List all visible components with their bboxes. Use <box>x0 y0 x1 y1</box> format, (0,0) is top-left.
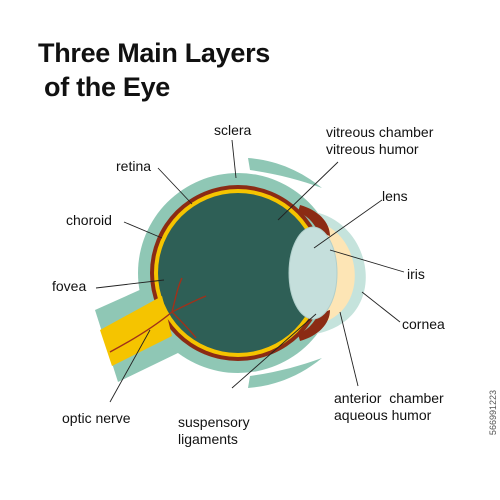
label-suspensory-1: suspensory <box>178 414 250 430</box>
label-suspensory: suspensory ligaments <box>178 414 250 448</box>
leader-retina <box>157 167 193 205</box>
label-choroid: choroid <box>66 212 112 228</box>
iris-top <box>298 205 330 236</box>
label-sclera: sclera <box>214 122 252 138</box>
optic-nerve <box>100 296 172 366</box>
label-lens: lens <box>382 188 408 204</box>
label-cornea: cornea <box>402 316 445 332</box>
leader-fovea <box>95 279 165 289</box>
lens <box>288 226 338 320</box>
label-vitreous: vitreous chamber vitreous humor <box>326 124 433 158</box>
sclera-flap-bottom <box>248 358 322 388</box>
diagram-title: Three Main Layers of the Eye <box>38 36 270 104</box>
title-line-1: Three Main Layers <box>38 38 270 68</box>
label-iris: iris <box>407 266 425 282</box>
leader-optic-nerve <box>109 329 151 403</box>
sclera-flap-top <box>248 158 322 188</box>
label-anterior-chamber: anterior chamber <box>334 390 444 406</box>
label-vitreous-humor: vitreous humor <box>326 141 419 157</box>
leader-suspensory <box>231 313 317 389</box>
vitreous-chamber <box>158 193 318 353</box>
leader-choroid <box>123 221 163 239</box>
retinal-vessels <box>109 277 207 353</box>
label-vitreous-chamber: vitreous chamber <box>326 124 434 140</box>
leader-sclera <box>231 139 237 179</box>
leader-anterior <box>339 311 359 387</box>
leader-cornea <box>361 291 401 323</box>
label-optic-nerve: optic nerve <box>62 410 131 426</box>
iris-bottom <box>298 310 330 341</box>
leader-vitreous <box>277 161 339 221</box>
stock-id: 566991223 <box>488 390 498 436</box>
title-line-2: of the Eye <box>44 72 171 102</box>
label-suspensory-2: ligaments <box>178 431 238 447</box>
leader-lens <box>313 199 383 249</box>
label-anterior: anterior chamber aqueous humor <box>334 390 444 424</box>
leader-iris <box>329 249 405 273</box>
label-fovea: fovea <box>52 278 87 294</box>
label-aqueous-humor: aqueous humor <box>334 407 432 423</box>
label-retina: retina <box>116 158 152 174</box>
